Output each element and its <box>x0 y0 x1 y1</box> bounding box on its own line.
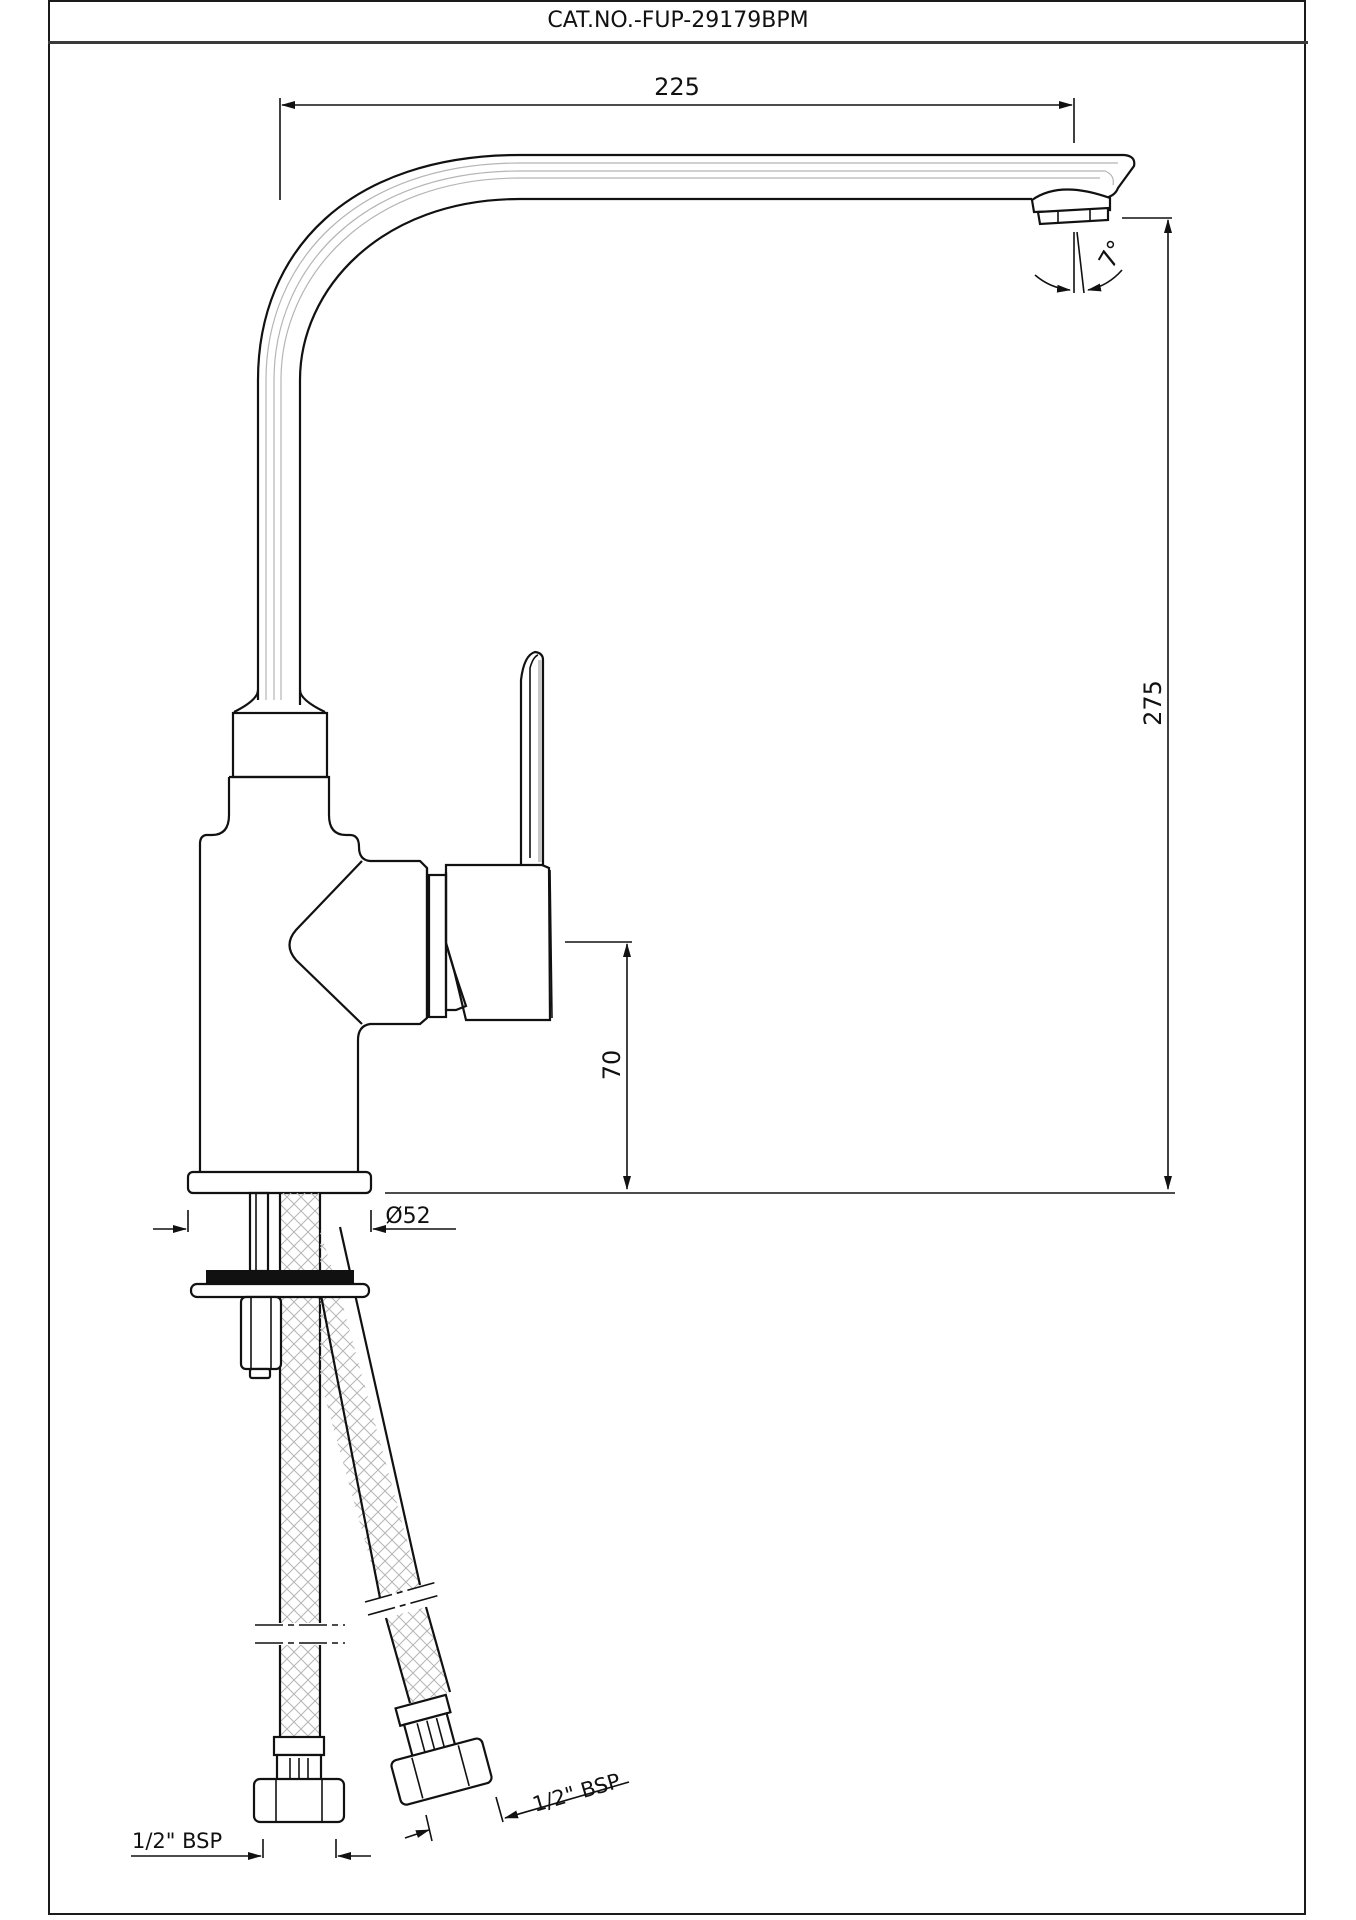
dimension-275: 275 <box>1122 217 1172 1190</box>
angle-label: 7° <box>1093 235 1131 273</box>
dimension-275-label: 275 <box>1139 680 1167 726</box>
catalog-number: CAT.NO.-FUP-29179BPM <box>547 8 809 33</box>
dimension-bsp-left: 1/2" BSP <box>131 1829 371 1860</box>
dimension-225-label: 225 <box>654 73 700 101</box>
spout <box>256 153 1136 705</box>
dimension-70: 70 <box>385 941 1175 1194</box>
dimension-225: 225 <box>279 73 1075 200</box>
bsp-left-label: 1/2" BSP <box>132 1829 222 1853</box>
diameter-label: Ø52 <box>385 1204 430 1229</box>
dimension-angle-7deg: 7° <box>1034 231 1131 294</box>
drawing-frame <box>48 0 1306 1915</box>
dimension-diameter-52: Ø52 <box>153 1204 456 1233</box>
dimension-70-label: 70 <box>598 1050 626 1081</box>
mounting-assembly <box>189 1191 493 1824</box>
bsp-right-label: 1/2" BSP <box>530 1769 623 1817</box>
faucet-body <box>186 650 553 1195</box>
title-block: CAT.NO.-FUP-29179BPM <box>48 0 1308 44</box>
